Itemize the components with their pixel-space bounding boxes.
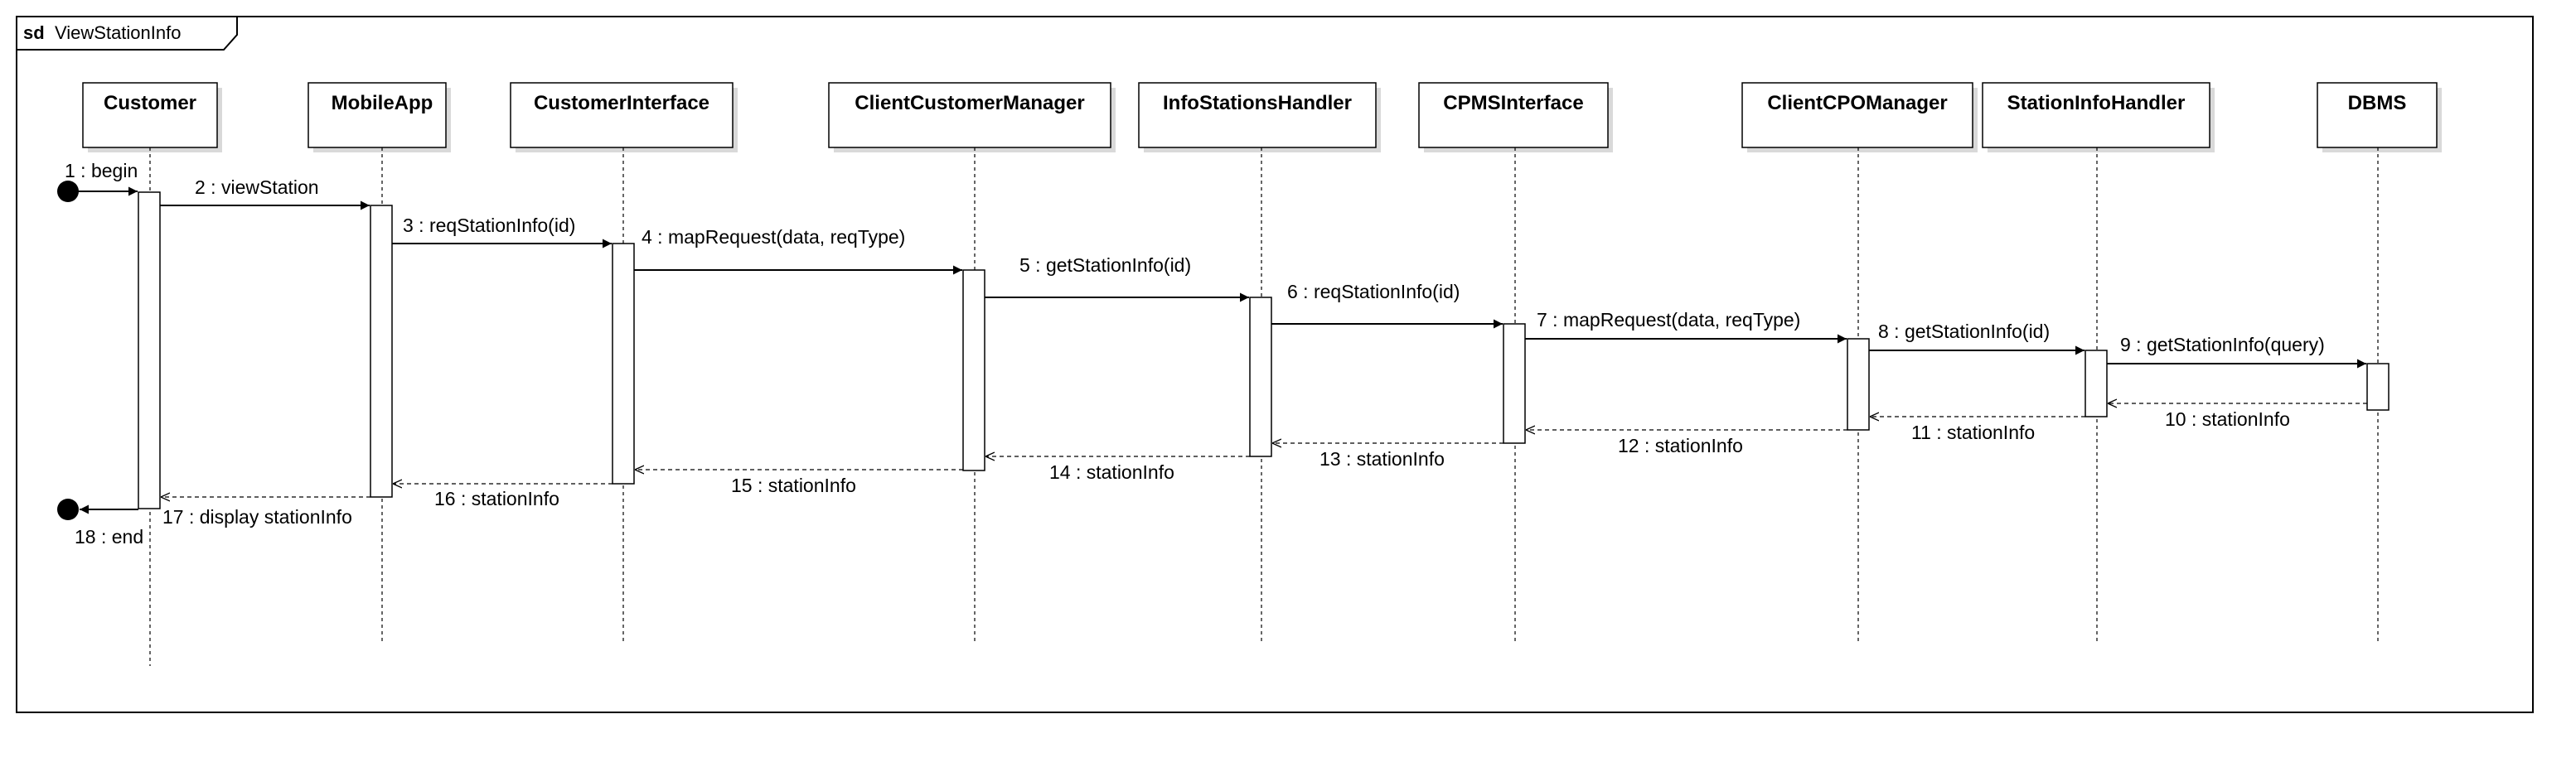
message-4: 4 : mapRequest(data, reqType) xyxy=(634,226,962,275)
lifeline-head[interactable] xyxy=(1982,82,2210,148)
lifeline-head[interactable] xyxy=(82,82,218,148)
message-label: 3 : reqStationInfo(id) xyxy=(403,215,575,236)
lifeline-cpmsinterface: CPMSInterface xyxy=(1418,82,1613,644)
lost-message-dot xyxy=(57,499,79,520)
lifeline-name: CustomerInterface xyxy=(534,92,709,114)
message-10: 10 : stationInfo xyxy=(2108,403,2367,430)
activation-bar-dbms xyxy=(2366,363,2390,411)
lifeline-infostationshandler: InfoStationsHandler xyxy=(1138,82,1381,644)
lifeline-name: DBMS xyxy=(2348,92,2407,114)
message-label: 13 : stationInfo xyxy=(1319,448,1445,470)
message-label: 8 : getStationInfo(id) xyxy=(1878,321,2050,342)
message-label: 7 : mapRequest(data, reqType) xyxy=(1537,309,1800,331)
lifeline-name: ClientCustomerManager xyxy=(855,92,1084,114)
message-label: 17 : display stationInfo xyxy=(162,506,352,528)
lifeline-head[interactable] xyxy=(1741,82,1973,148)
message-8: 8 : getStationInfo(id) xyxy=(1869,321,2085,355)
frame-border xyxy=(16,16,2534,713)
lifeline-clientcustomermanager: ClientCustomerManager xyxy=(828,82,1116,644)
activation-bar-stationinfohandler xyxy=(2085,350,2108,417)
lifeline-head[interactable] xyxy=(1138,82,1377,148)
message-18: 18 : end xyxy=(75,504,143,548)
message-13: 13 : stationInfo xyxy=(1272,443,1503,470)
message-15: 15 : stationInfo xyxy=(635,470,963,496)
activation-bars xyxy=(138,191,2390,509)
activation-bar-cpmsinterface xyxy=(1503,323,1526,444)
message-3: 3 : reqStationInfo(id) xyxy=(392,215,612,248)
lifeline-name: InfoStationsHandler xyxy=(1163,92,1352,114)
lifeline-clientcpomanager: ClientCPOManager xyxy=(1741,82,1978,644)
frame-label-pentagon xyxy=(17,16,238,51)
lifeline-customerinterface: CustomerInterface xyxy=(510,82,738,644)
interaction-frame: sd ViewStationInfo xyxy=(16,16,2534,713)
activation-bar-mobileapp xyxy=(370,205,393,498)
lifeline-head[interactable] xyxy=(828,82,1111,148)
message-17: 17 : display stationInfo xyxy=(161,497,370,528)
message-label: 16 : stationInfo xyxy=(434,488,559,509)
message-16: 16 : stationInfo xyxy=(393,484,613,509)
message-label: 11 : stationInfo xyxy=(1911,422,2035,443)
frame-title: ViewStationInfo xyxy=(55,22,181,43)
lifeline-stationinfohandler: StationInfoHandler xyxy=(1982,82,2215,644)
message-11: 11 : stationInfo xyxy=(1870,417,2085,443)
message-label: 9 : getStationInfo(query) xyxy=(2120,334,2325,355)
message-9: 9 : getStationInfo(query) xyxy=(2107,334,2366,369)
message-label: 4 : mapRequest(data, reqType) xyxy=(642,226,905,248)
activation-bar-customer xyxy=(138,191,161,509)
message-5: 5 : getStationInfo(id) xyxy=(985,254,1249,302)
lifelines: Customer MobileApp CustomerInterface Cli… xyxy=(82,82,2442,666)
message-endpoints xyxy=(57,181,79,520)
message-label: 14 : stationInfo xyxy=(1049,461,1174,483)
message-label: 15 : stationInfo xyxy=(731,475,856,496)
message-label: 6 : reqStationInfo(id) xyxy=(1287,281,1460,302)
activation-bar-clientcustomermanager xyxy=(962,269,985,471)
lifeline-name: Customer xyxy=(104,92,196,114)
message-2: 2 : viewStation xyxy=(160,176,370,210)
message-label: 12 : stationInfo xyxy=(1618,435,1743,456)
lifeline-name: ClientCPOManager xyxy=(1767,92,1947,114)
lifeline-head[interactable] xyxy=(510,82,734,148)
activation-bar-clientcpomanager xyxy=(1847,338,1870,431)
message-6: 6 : reqStationInfo(id) xyxy=(1271,281,1503,329)
activation-bar-infostationshandler xyxy=(1249,297,1272,457)
message-12: 12 : stationInfo xyxy=(1526,430,1847,456)
lifeline-name: StationInfoHandler xyxy=(2007,92,2186,114)
messages: 1 : begin 2 : viewStation 3 : reqStation… xyxy=(65,160,2367,548)
lifeline-name: CPMSInterface xyxy=(1443,92,1583,114)
lifeline-head[interactable] xyxy=(1418,82,1609,148)
message-1: 1 : begin xyxy=(65,160,138,196)
lifeline-dbms: DBMS xyxy=(2317,82,2442,644)
message-label: 18 : end xyxy=(75,526,143,548)
message-14: 14 : stationInfo xyxy=(985,456,1250,483)
message-label: 5 : getStationInfo(id) xyxy=(1019,254,1191,276)
message-label: 1 : begin xyxy=(65,160,138,181)
message-label: 10 : stationInfo xyxy=(2165,408,2290,430)
message-7: 7 : mapRequest(data, reqType) xyxy=(1525,309,1847,344)
lifeline-name: MobileApp xyxy=(332,92,433,114)
lifeline-head[interactable] xyxy=(307,82,447,148)
message-label: 2 : viewStation xyxy=(195,176,319,198)
activation-bar-customerinterface xyxy=(612,243,635,485)
lifeline-customer: Customer xyxy=(82,82,222,666)
lifeline-head[interactable] xyxy=(2317,82,2438,148)
frame-keyword: sd xyxy=(23,22,45,43)
